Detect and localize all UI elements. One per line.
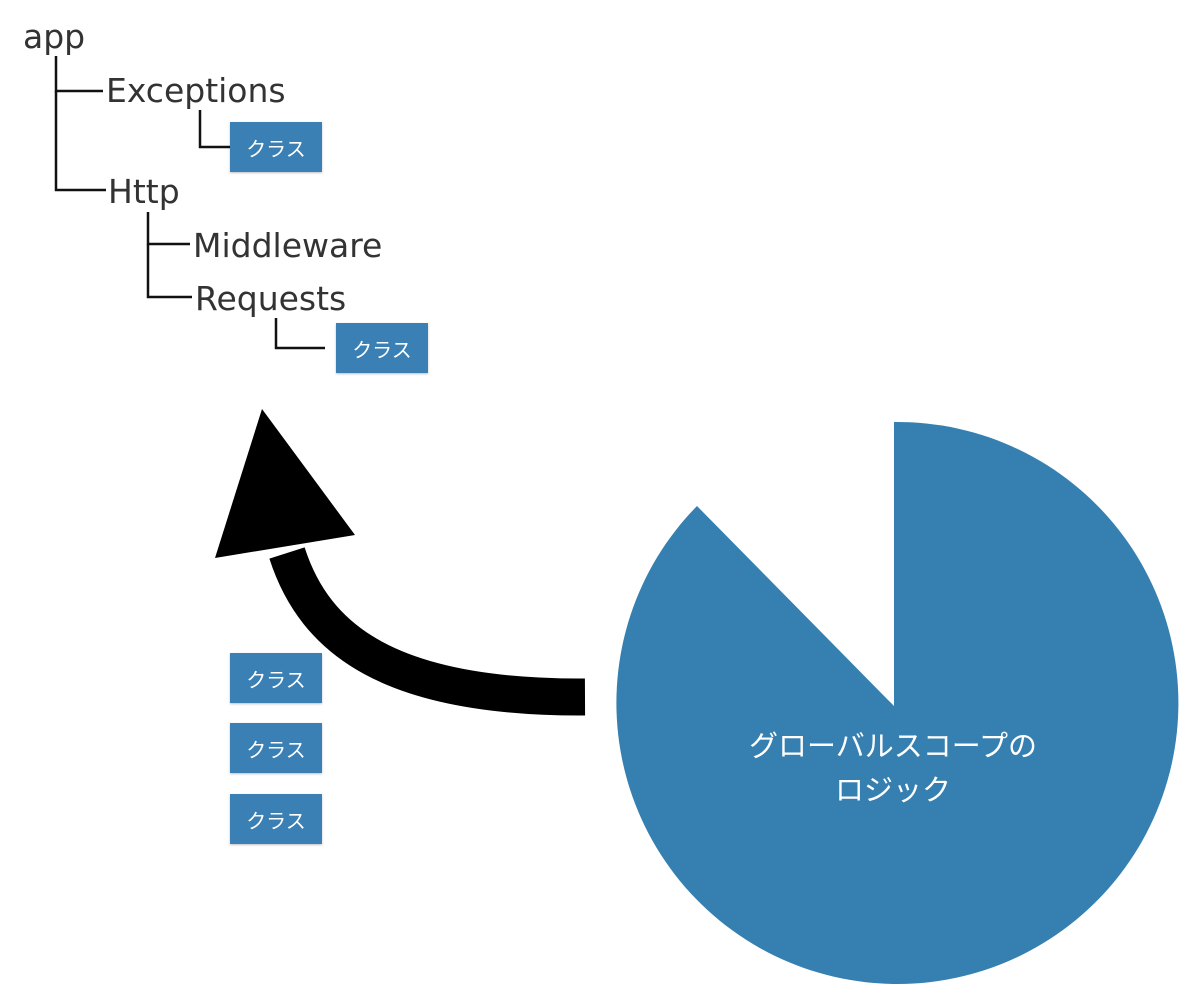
tree-node-requests: Requests [195,279,347,318]
global-scope-label: グローバルスコープの ロジック [693,724,1093,812]
arrow-shaft [269,547,586,716]
arrow-head [215,409,355,558]
connector-http-middleware [146,212,190,246]
connector-app-http [54,91,106,192]
connector-app-exceptions [54,56,103,93]
global-scope-label-line2: ロジック [834,773,951,807]
class-box-exceptions: クラス [230,122,322,172]
loose-class-box: クラス [230,723,322,773]
global-scope-label-line1: グローバルスコープの [749,729,1037,763]
curved-arrow [215,409,586,716]
loose-class-box: クラス [230,653,322,703]
tree-node-exceptions: Exceptions [106,71,286,110]
tree-node-http: Http [108,172,180,211]
tree-node-middleware: Middleware [193,226,383,265]
connector-http-requests [146,244,192,299]
class-box-requests: クラス [336,323,428,373]
loose-class-box: クラス [230,794,322,844]
tree-node-app: app [23,17,86,56]
tree-connectors [54,56,325,350]
connector-exceptions-class [198,110,230,149]
global-scope-pie [616,421,1179,984]
connector-requests-class [274,318,325,350]
